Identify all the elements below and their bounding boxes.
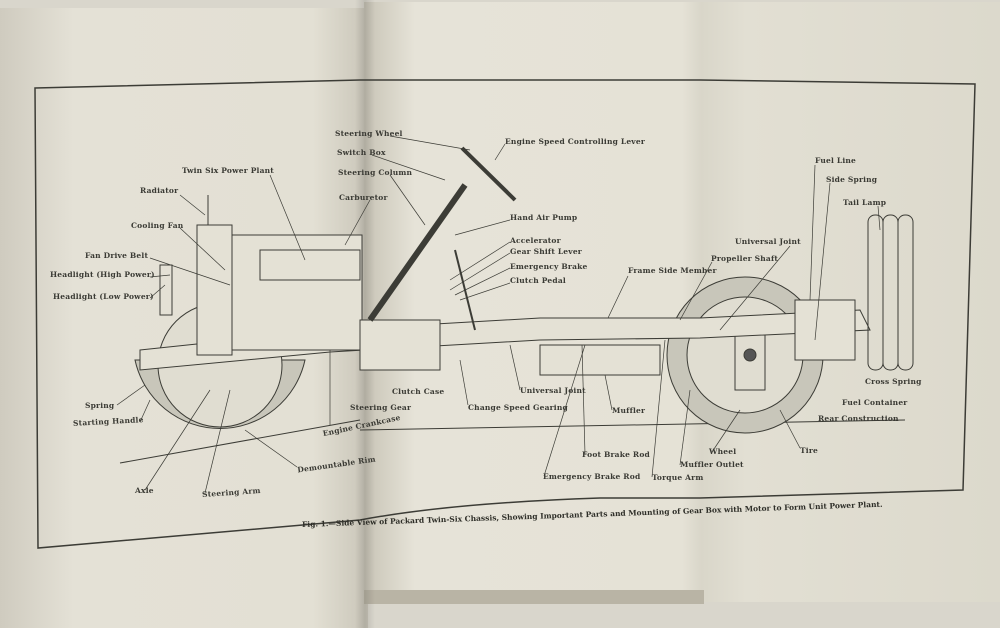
label-accelerator: Accelerator bbox=[510, 236, 561, 245]
label-emergency-brake: Emergency Brake bbox=[510, 262, 588, 271]
label-muffler-outlet: Muffler Outlet bbox=[680, 460, 744, 469]
label-hand-air-pump: Hand Air Pump bbox=[510, 213, 578, 222]
label-universal-joint-front: Universal Joint bbox=[520, 386, 586, 395]
label-muffler: Muffler bbox=[612, 406, 646, 415]
frame bbox=[139, 309, 871, 371]
right-page bbox=[364, 2, 1000, 602]
label-clutch-case: Clutch Case bbox=[392, 387, 445, 396]
label-engine-speed-lever: Engine Speed Controlling Lever bbox=[505, 137, 645, 146]
label-fuel-container: Fuel Container bbox=[842, 398, 908, 407]
label-foot-brake-rod: Foot Brake Rod bbox=[582, 450, 651, 459]
engine bbox=[159, 195, 363, 356]
label-tire: Tire bbox=[800, 446, 818, 455]
label-propeller-shaft: Propeller Shaft bbox=[711, 254, 779, 263]
label-tail-lamp: Tail Lamp bbox=[843, 198, 887, 207]
label-power-plant: Twin Six Power Plant bbox=[182, 166, 274, 175]
label-radiator: Radiator bbox=[140, 186, 179, 195]
label-fan-drive-belt: Fan Drive Belt bbox=[85, 251, 149, 260]
label-steering-wheel: Steering Wheel bbox=[335, 129, 403, 138]
label-headlight-low: Headlight (Low Power) bbox=[53, 292, 154, 301]
label-rear-construction: Rear Construction bbox=[818, 414, 899, 423]
label-spring: Spring bbox=[85, 401, 115, 410]
label-gear-shift-lever: Gear Shift Lever bbox=[510, 247, 582, 256]
label-axle: Axle bbox=[135, 486, 154, 495]
label-universal-joint-rear: Universal Joint bbox=[735, 237, 801, 246]
label-clutch-pedal: Clutch Pedal bbox=[510, 276, 566, 285]
label-frame-side-member: Frame Side Member bbox=[628, 266, 717, 275]
page-edges bbox=[364, 590, 704, 604]
label-steering-column: Steering Column bbox=[338, 168, 413, 177]
label-torque-arm: Torque Arm bbox=[652, 473, 704, 482]
label-change-speed-gearing: Change Speed Gearing bbox=[468, 403, 568, 412]
label-carburetor: Carburetor bbox=[339, 193, 388, 202]
label-steering-gear: Steering Gear bbox=[350, 403, 412, 412]
book-spine bbox=[355, 0, 375, 628]
label-cooling-fan: Cooling Fan bbox=[131, 221, 184, 230]
label-wheel: Wheel bbox=[709, 447, 737, 456]
label-headlight-high: Headlight (High Power) bbox=[50, 270, 155, 279]
label-fuel-line: Fuel Line bbox=[815, 156, 857, 165]
label-cross-spring: Cross Spring bbox=[865, 377, 922, 386]
label-side-spring: Side Spring bbox=[826, 175, 878, 184]
tail-tire bbox=[867, 214, 914, 371]
label-switch-box: Switch Box bbox=[337, 148, 386, 157]
diagram-frame bbox=[34, 79, 976, 549]
label-emergency-brake-rod: Emergency Brake Rod bbox=[543, 472, 641, 481]
